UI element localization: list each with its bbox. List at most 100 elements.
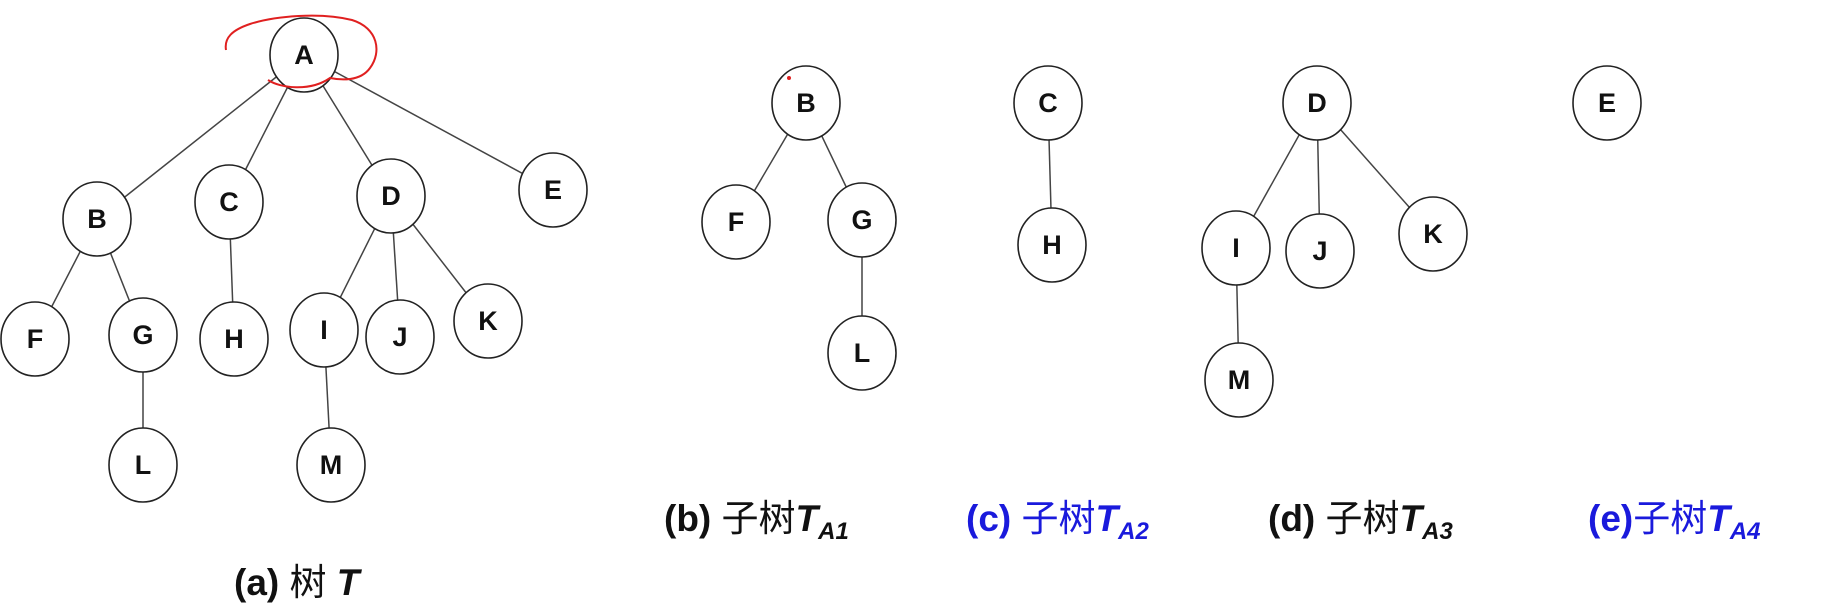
caption-text: 子树 <box>721 498 796 539</box>
caption-text: 树 <box>289 562 327 603</box>
node-K: K <box>1398 196 1468 272</box>
node-D: D <box>356 158 426 234</box>
node-label: H <box>224 324 244 354</box>
node-C: C <box>1013 65 1083 141</box>
node-B: B <box>62 181 132 257</box>
node-label: G <box>132 320 153 350</box>
node-label: M <box>320 450 343 480</box>
node-H: H <box>1017 207 1087 283</box>
caption-a: (a) 树 T <box>234 552 359 606</box>
node-I: I <box>289 292 359 368</box>
node-F: F <box>0 301 70 377</box>
node-L: L <box>827 315 897 391</box>
caption-symbol: T <box>1399 498 1423 539</box>
red-annotation-dot <box>787 76 791 80</box>
edge-A-B <box>96 54 305 220</box>
node-G: G <box>108 297 178 373</box>
node-circle <box>194 164 264 240</box>
caption-subscript: A2 <box>1118 518 1149 545</box>
node-circle <box>108 427 178 503</box>
node-circle <box>771 65 841 141</box>
node-label: K <box>1423 219 1443 249</box>
caption-symbol: T <box>1095 498 1119 539</box>
node-circle <box>269 17 339 93</box>
caption-c: (c) 子树TA2 <box>966 488 1149 546</box>
node-J: J <box>1285 213 1355 289</box>
node-label: I <box>1232 233 1240 263</box>
node-label: C <box>1038 88 1058 118</box>
node-circle <box>1201 210 1271 286</box>
node-circle <box>518 152 588 228</box>
node-F: F <box>701 184 771 260</box>
node-I: I <box>1201 210 1271 286</box>
node-M: M <box>296 427 366 503</box>
node-circle <box>356 158 426 234</box>
caption-e: (e)子树TA4 <box>1588 488 1761 546</box>
node-circle <box>1204 342 1274 418</box>
node-circle <box>365 299 435 375</box>
node-C: C <box>194 164 264 240</box>
node-label: J <box>392 322 407 352</box>
caption-subscript: A3 <box>1422 518 1453 545</box>
node-circle <box>1013 65 1083 141</box>
node-circle <box>1572 65 1642 141</box>
node-circle <box>289 292 359 368</box>
node-circle <box>827 315 897 391</box>
caption-text: 子树 <box>1021 498 1096 539</box>
node-L: L <box>108 427 178 503</box>
node-label: B <box>87 204 107 234</box>
red-annotation-circle <box>224 14 378 89</box>
node-E: E <box>1572 65 1642 141</box>
node-circle <box>1285 213 1355 289</box>
caption-text: 子树 <box>1325 498 1400 539</box>
node-label: D <box>381 181 401 211</box>
node-circle <box>296 427 366 503</box>
node-K: K <box>453 283 523 359</box>
node-D: D <box>1282 65 1352 141</box>
tree-a: A B C D E F G H I J K L M <box>0 17 588 503</box>
tree-c: CH <box>1013 65 1087 283</box>
node-label: I <box>320 315 328 345</box>
node-circle <box>1398 196 1468 272</box>
caption-tag: (a) <box>234 562 280 603</box>
node-G: G <box>827 182 897 258</box>
node-label: E <box>1598 88 1616 118</box>
node-circle <box>62 181 132 257</box>
node-circle <box>0 301 70 377</box>
caption-symbol: T <box>336 562 360 603</box>
node-label: C <box>219 187 239 217</box>
node-circle <box>1017 207 1087 283</box>
node-circle <box>199 301 269 377</box>
node-M: M <box>1204 342 1274 418</box>
node-A: A <box>269 17 339 93</box>
caption-tag: (c) <box>966 498 1012 539</box>
edge-A-E <box>303 54 554 191</box>
node-J: J <box>365 299 435 375</box>
node-label: G <box>851 205 872 235</box>
node-label: L <box>135 450 152 480</box>
tree-d: D I J K M <box>1201 65 1468 418</box>
caption-d: (d) 子树TA3 <box>1268 488 1453 546</box>
node-circle <box>108 297 178 373</box>
node-circle <box>701 184 771 260</box>
node-label: M <box>1228 365 1251 395</box>
caption-subscript: A4 <box>1729 518 1761 545</box>
node-label: F <box>728 207 745 237</box>
node-E: E <box>518 152 588 228</box>
node-label: D <box>1307 88 1327 118</box>
caption-subscript: A1 <box>818 518 849 545</box>
node-label: K <box>478 306 498 336</box>
node-label: L <box>854 338 871 368</box>
node-H: H <box>199 301 269 377</box>
tree-e: E <box>1572 65 1642 141</box>
node-label: E <box>544 175 562 205</box>
node-label: F <box>27 324 44 354</box>
node-label: B <box>796 88 816 118</box>
caption-text: 子树 <box>1633 498 1708 539</box>
node-label: A <box>294 40 314 70</box>
node-circle <box>827 182 897 258</box>
node-circle <box>1282 65 1352 141</box>
caption-tag: (b) <box>664 498 712 539</box>
